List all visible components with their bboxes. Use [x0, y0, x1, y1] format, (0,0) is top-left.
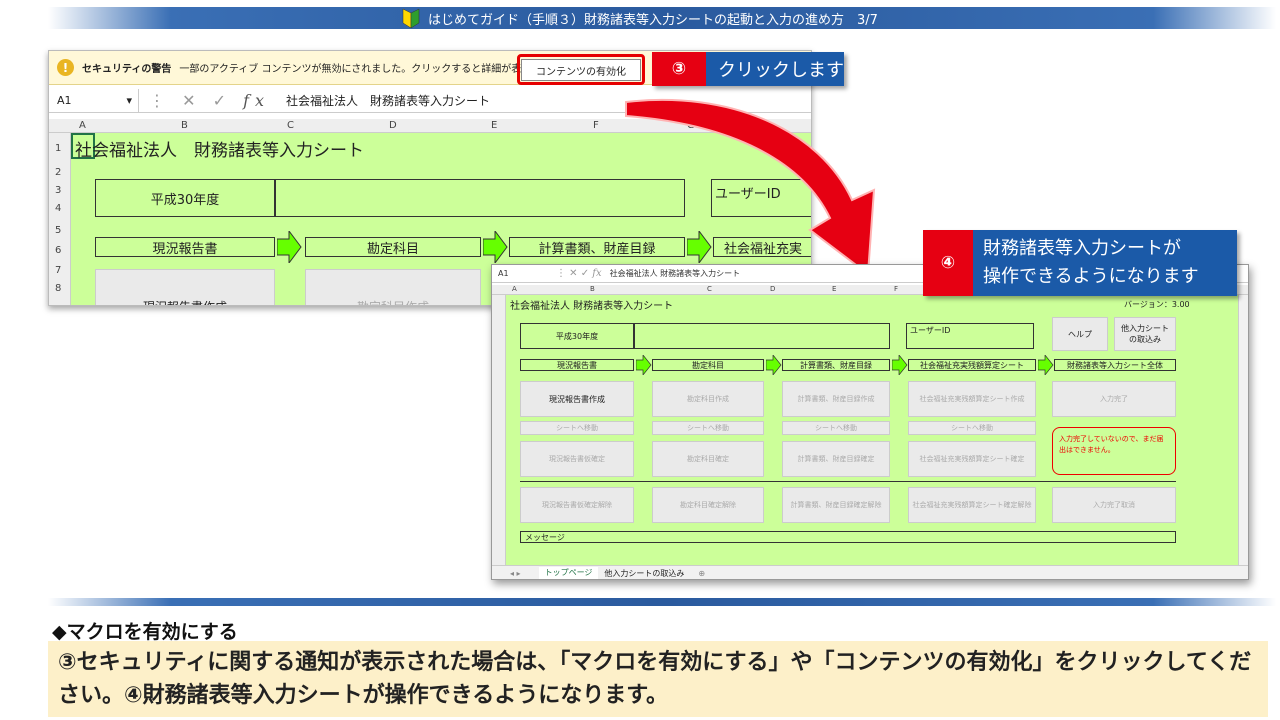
enable-content-button[interactable]: コンテンツの有効化: [521, 59, 641, 81]
account-cancel-button[interactable]: 勘定科目確定解除: [652, 487, 764, 523]
step-label: 勘定科目: [652, 359, 764, 371]
create-account-button[interactable]: 勘定科目作成: [652, 381, 764, 417]
vertical-scrollbar[interactable]: [1238, 295, 1248, 567]
step-arrow-icon: [766, 355, 782, 375]
step-label: 現況報告書: [95, 237, 275, 257]
row-headers: [492, 295, 506, 567]
step-arrow-icon: [1038, 355, 1054, 375]
help-button[interactable]: ヘルプ: [1052, 317, 1108, 351]
red-arrow-icon: [625, 98, 876, 276]
header-title: はじめてガイド（手順３）財務諸表等入力シートの起動と入力の進め方 3/7: [428, 12, 878, 28]
warning-icon: !: [57, 59, 74, 76]
warning-message: 入力完了していないので、まだ届出はできません。: [1052, 427, 1176, 475]
security-warning-title: セキュリティの警告: [82, 64, 172, 75]
account-confirm-button[interactable]: 勘定科目確定: [652, 441, 764, 477]
sheet-area: 社会福祉法人 財務諸表等入力シート バージョン：3.00 平成30年度 ユーザー…: [506, 295, 1238, 567]
create-report-button[interactable]: 現況報告書作成: [520, 381, 634, 417]
formula-input[interactable]: 社会福祉法人 財務諸表等入力シート: [286, 94, 491, 108]
name-box[interactable]: A1: [498, 269, 509, 278]
step-label: 社会福祉充実残額算定シート: [908, 359, 1036, 371]
step-arrow-icon: [687, 231, 712, 263]
note-text: ③セキュリティに関する通知が表示された場合は、「マクロを有効にする」や「コンテン…: [58, 650, 1252, 708]
formula-icons: ⋮ ✕ ✓ fx: [149, 91, 271, 110]
add-sheet-icon[interactable]: ⊕: [698, 569, 706, 578]
version-label: バージョン：3.00: [1124, 300, 1190, 309]
divider: [520, 481, 1176, 482]
message-field: メッセージ: [520, 531, 1176, 543]
excel-screenshot-1: ! セキュリティの警告 一部のアクティブ コンテンツが無効にされました。クリック…: [48, 50, 812, 306]
move-sheet-button[interactable]: シートへ移動: [652, 421, 764, 435]
surplus-cancel-button[interactable]: 社会福祉充実残額算定シート確定解除: [908, 487, 1036, 523]
callout-label: クリックします: [718, 60, 844, 81]
step-label: 計算書類、財産目録: [782, 359, 890, 371]
sheet-tabs: ◂ ▸ トップページ 他入力シートの取込み ⊕: [492, 565, 1248, 579]
sheet-title: 社会福祉法人 財務諸表等入力シート: [510, 301, 674, 312]
year-value-cell[interactable]: [634, 323, 890, 349]
input-complete-cancel-button[interactable]: 入力完了取消: [1052, 487, 1176, 523]
section-divider: [48, 598, 1276, 606]
tab-top-page[interactable]: トップページ: [538, 566, 599, 579]
year-value-cell[interactable]: [275, 179, 685, 217]
input-complete-button[interactable]: 入力完了: [1052, 381, 1176, 417]
formula-input[interactable]: 社会福祉法人 財務諸表等入力シート: [609, 269, 741, 278]
step-label: 勘定科目: [305, 237, 481, 257]
header: はじめてガイド（手順３）財務諸表等入力シートの起動と入力の進め方 3/7: [0, 7, 1280, 29]
import-button[interactable]: 他入力シートの取込み: [1114, 317, 1176, 351]
userid-cell[interactable]: ユーザーID: [906, 323, 1034, 349]
tab-import[interactable]: 他入力シートの取込み: [604, 569, 685, 578]
move-sheet-button[interactable]: シートへ移動: [520, 421, 634, 435]
callout-3: ③ クリックします: [652, 52, 844, 86]
callout-4: ④ 財務諸表等入力シートが 操作できるようになります: [923, 230, 1237, 296]
formula-icons: ⋮ ✕ ✓ fx: [556, 268, 602, 279]
callout-line-2: 操作できるようになります: [983, 266, 1199, 287]
formula-bar: A1 ⋮ ✕ ✓ fx 社会福祉法人 財務諸表等入力シート: [492, 265, 1248, 283]
userid-cell[interactable]: ユーザーID: [711, 179, 811, 217]
callout-line-1: 財務諸表等入力シートが: [983, 238, 1181, 259]
year-cell: 平成30年度: [95, 179, 275, 217]
create-report-button[interactable]: 現況報告書作成: [95, 269, 275, 305]
callout-label: 財務諸表等入力シートが 操作できるようになります: [973, 235, 1199, 291]
move-sheet-button[interactable]: シートへ移動: [782, 421, 890, 435]
step-arrow-icon: [892, 355, 908, 375]
provisional-cancel-button[interactable]: 現況報告書仮確定解除: [520, 487, 634, 523]
move-sheet-button[interactable]: シートへ移動: [908, 421, 1036, 435]
note-box: [48, 641, 1268, 717]
step-arrow-icon: [636, 355, 652, 375]
step-label: 現況報告書: [520, 359, 634, 371]
statements-confirm-button[interactable]: 計算書類、財産目録確定: [782, 441, 890, 477]
statements-cancel-button[interactable]: 計算書類、財産目録確定解除: [782, 487, 890, 523]
provisional-confirm-button[interactable]: 現況報告書仮確定: [520, 441, 634, 477]
selected-cell: [71, 133, 95, 159]
create-account-button[interactable]: 勘定科目作成: [305, 269, 481, 305]
formula-bar: A1▾ ⋮ ✕ ✓ fx 社会福祉法人 財務諸表等入力シート: [49, 89, 811, 113]
beginner-mark-icon: [402, 8, 420, 29]
callout-number: ④: [923, 230, 973, 296]
highlight-outline: [517, 54, 645, 85]
surplus-confirm-button[interactable]: 社会福祉充実残額算定シート確定: [908, 441, 1036, 477]
security-warning-message: 一部のアクティブ コンテンツが無効にされました。クリックすると詳細が表示されます…: [179, 64, 581, 75]
sheet-area: 平成30年度 ユーザーID 現況報告書 勘定科目 計算書類、財産目録 社会福祉充…: [71, 133, 811, 305]
step-arrow-icon: [483, 231, 508, 263]
step-arrow-icon: [277, 231, 302, 263]
create-surplus-button[interactable]: 社会福祉充実残額算定シート作成: [908, 381, 1036, 417]
sheet-title: 社会福祉法人 財務諸表等入力シート: [75, 141, 364, 161]
year-cell: 平成30年度: [520, 323, 634, 349]
name-box[interactable]: A1▾: [49, 89, 139, 112]
step-label: 計算書類、財産目録: [509, 237, 685, 257]
section-heading: ◆マクロを有効にする: [52, 621, 238, 643]
step-label: 社会福祉充実: [713, 237, 811, 257]
create-statements-button[interactable]: 計算書類、財産目録作成: [782, 381, 890, 417]
callout-number: ③: [652, 52, 706, 86]
step-label: 財務諸表等入力シート全体: [1054, 359, 1176, 371]
header-bar: [48, 7, 1276, 29]
excel-screenshot-2: A1 ⋮ ✕ ✓ fx 社会福祉法人 財務諸表等入力シート ABCDEFG 社会…: [491, 264, 1249, 580]
